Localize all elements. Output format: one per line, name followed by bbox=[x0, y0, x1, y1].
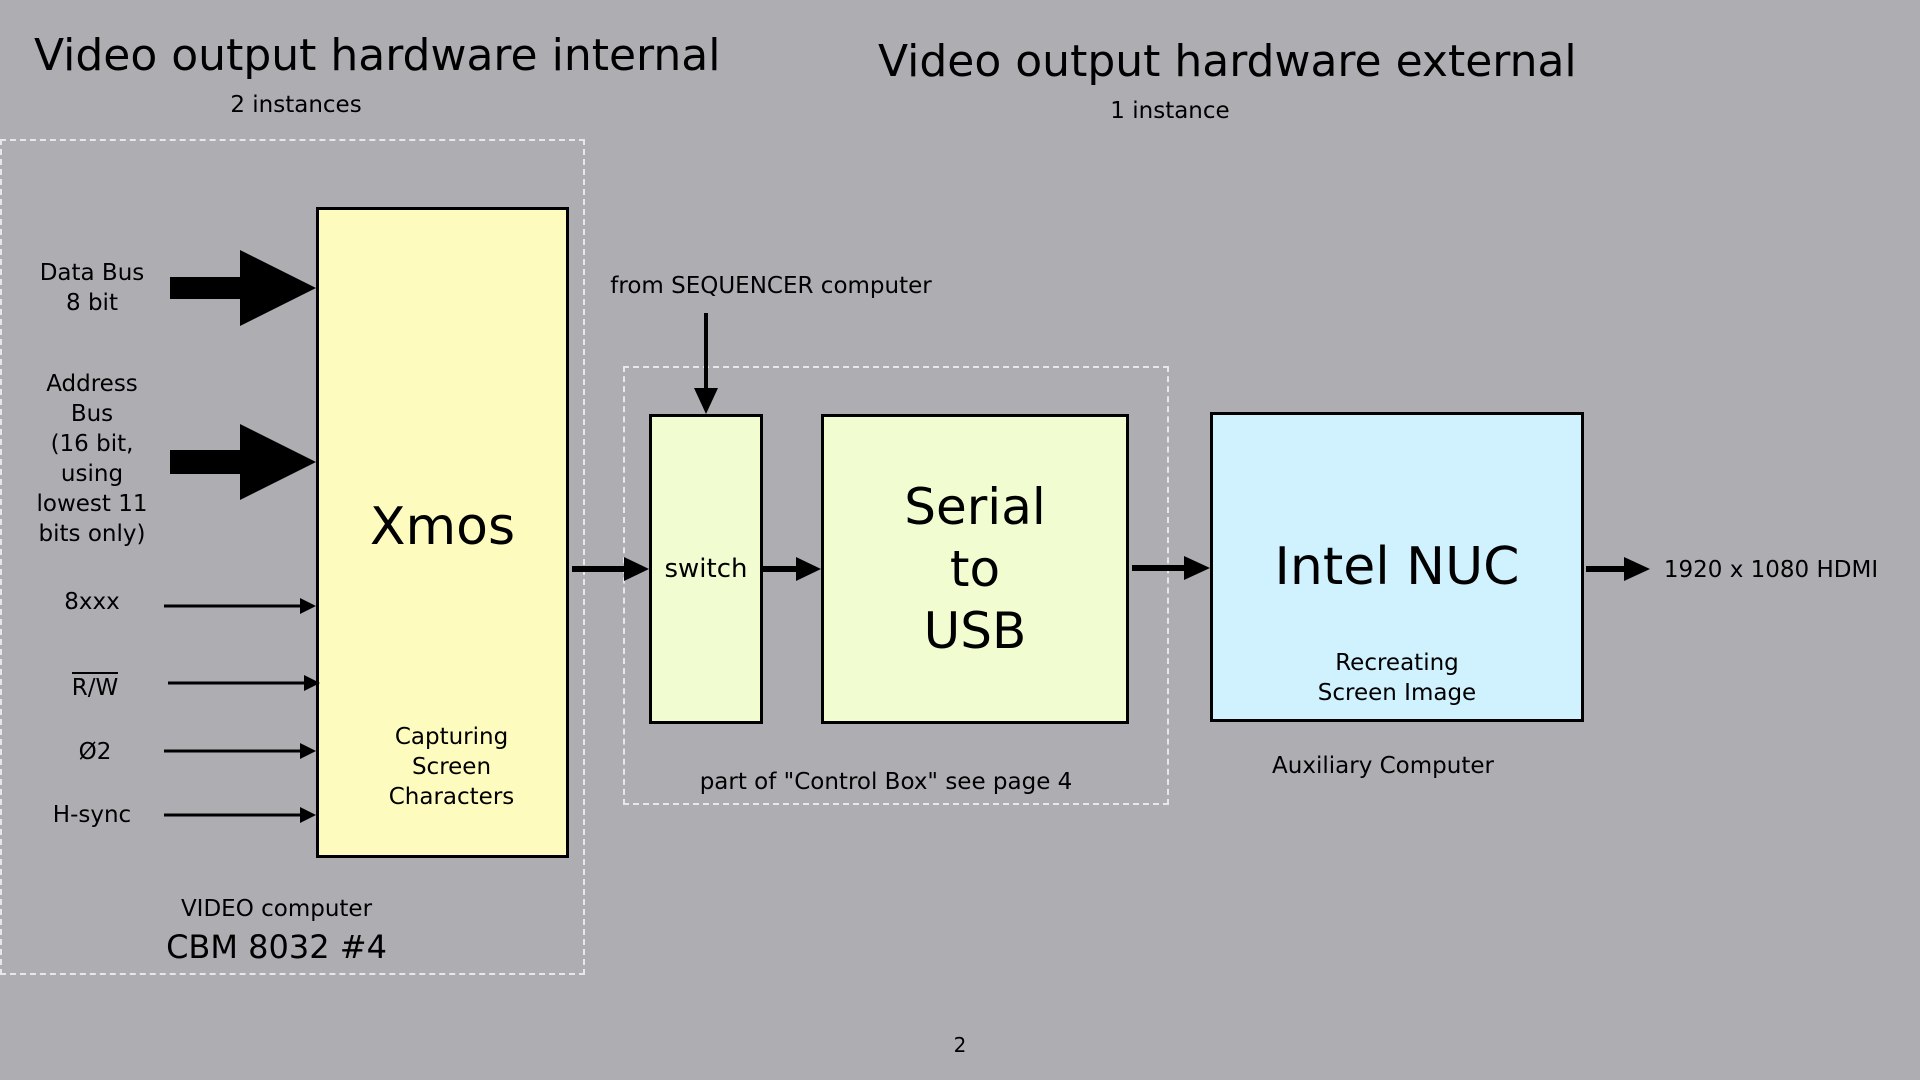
control-box-label: part of "Control Box" see page 4 bbox=[699, 769, 1073, 795]
serial-to-nuc-arrowhead bbox=[1184, 556, 1210, 580]
video-computer-label: VIDEO computer bbox=[180, 896, 373, 922]
auxiliary-computer-label: Auxiliary Computer bbox=[1272, 753, 1494, 779]
signal-hsync-arrowhead bbox=[300, 807, 316, 823]
xmos-desc-line: Characters bbox=[388, 784, 515, 810]
control-box-group bbox=[623, 366, 1169, 805]
address-bus-label: Address Bus (16 bit, using lowest 11 bit… bbox=[22, 369, 162, 549]
address-bus-line: bits only) bbox=[38, 521, 146, 547]
signal-rw-arrowhead bbox=[304, 675, 320, 691]
signal-hsync-label: H-sync bbox=[52, 802, 132, 828]
xmos-box: Xmos Capturing Screen Characters bbox=[316, 207, 569, 858]
xmos-title: Xmos bbox=[369, 497, 516, 557]
page-number: 2 bbox=[953, 1033, 967, 1057]
video-computer-model: CBM 8032 #4 bbox=[166, 928, 387, 966]
switch-to-serial-arrowhead bbox=[796, 557, 821, 581]
intel-nuc-title: Intel NUC bbox=[1274, 537, 1520, 597]
data-bus-label: Data Bus 8 bit bbox=[22, 258, 162, 318]
internal-subtitle: 2 instances bbox=[230, 92, 362, 118]
serial-line: Serial bbox=[904, 478, 1046, 536]
video-computer-group bbox=[0, 139, 585, 975]
address-bus-line: lowest 11 bbox=[36, 491, 148, 517]
data-bus-line: Data Bus bbox=[39, 260, 145, 286]
internal-title: Video output hardware internal bbox=[34, 30, 721, 81]
external-subtitle: 1 instance bbox=[1110, 98, 1230, 124]
switch-label: switch bbox=[664, 554, 748, 584]
xmos-to-switch-arrowhead bbox=[624, 557, 649, 581]
sequencer-label: from SEQUENCER computer bbox=[610, 273, 932, 299]
xmos-desc-line: Capturing bbox=[394, 724, 509, 750]
xmos-desc-line: Screen bbox=[411, 754, 492, 780]
data-bus-line: 8 bit bbox=[66, 290, 118, 316]
hdmi-output-label: 1920 x 1080 HDMI bbox=[1663, 557, 1879, 583]
switch-box: switch bbox=[649, 414, 763, 724]
signal-rw-text: R/W bbox=[71, 672, 119, 702]
address-bus-line: Address bbox=[46, 371, 138, 397]
xmos-description: Capturing Screen Characters bbox=[319, 722, 584, 812]
sequencer-arrowhead bbox=[694, 388, 718, 414]
signal-rw-label: R/W bbox=[22, 672, 168, 703]
serial-to-usb-label: Serial to USB bbox=[904, 476, 1045, 662]
signal-phi2-label: Ø2 bbox=[78, 739, 112, 765]
address-bus-arrow bbox=[170, 424, 316, 500]
address-bus-line: using bbox=[60, 461, 124, 487]
external-title: Video output hardware external bbox=[878, 36, 1577, 87]
nuc-desc-line: Screen Image bbox=[1317, 680, 1477, 706]
signal-phi2-arrowhead bbox=[300, 743, 316, 759]
nuc-desc-line: Recreating bbox=[1335, 650, 1459, 676]
serial-line: USB bbox=[923, 602, 1027, 660]
data-bus-arrow bbox=[170, 250, 316, 326]
address-bus-line: (16 bit, bbox=[50, 431, 134, 457]
intel-nuc-description: Recreating Screen Image bbox=[1213, 648, 1581, 708]
serial-to-usb-box: Serial to USB bbox=[821, 414, 1129, 724]
signal-8xxx-arrowhead bbox=[300, 598, 316, 614]
serial-line: to bbox=[949, 540, 1001, 598]
nuc-to-hdmi-arrowhead bbox=[1624, 557, 1650, 581]
signal-8xxx-label: 8xxx bbox=[64, 589, 120, 615]
address-bus-line: Bus bbox=[70, 401, 114, 427]
intel-nuc-box: Intel NUC Recreating Screen Image bbox=[1210, 412, 1584, 722]
